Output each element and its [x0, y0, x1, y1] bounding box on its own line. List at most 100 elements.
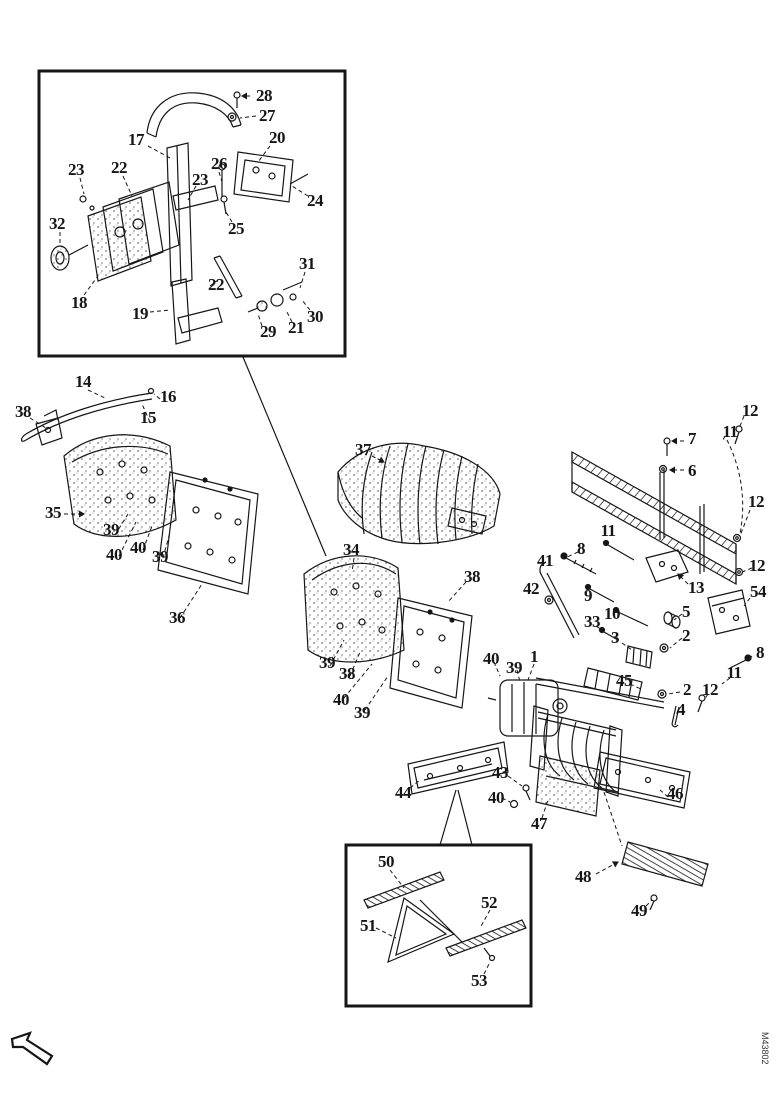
callout-12: 12	[702, 680, 719, 699]
callout-9: 9	[584, 586, 593, 605]
callout-41: 41	[537, 551, 554, 570]
bottom-inset-leaders	[375, 869, 491, 975]
bracket-20-26	[218, 91, 309, 215]
bolt-9	[584, 583, 615, 603]
coupler-3	[625, 645, 653, 669]
center-leaders	[329, 455, 521, 711]
callout-40: 40	[488, 788, 505, 807]
bolt-11b	[602, 539, 635, 561]
callout-8: 8	[756, 643, 765, 662]
smv-triangle-51	[387, 896, 456, 964]
callout-42: 42	[523, 579, 540, 598]
callout-32: 32	[49, 214, 66, 233]
callout-15: 15	[140, 408, 157, 427]
direction-arrow-icon	[10, 1031, 54, 1066]
plate-36-center	[389, 597, 473, 709]
bottom-panels-group	[407, 741, 709, 911]
latch-parts-21-29-30-31	[247, 281, 303, 313]
callout-8: 8	[577, 539, 586, 558]
bracket-38-left	[35, 409, 63, 446]
bolt-8a	[560, 552, 597, 575]
callout-53: 53	[471, 971, 488, 990]
tine-shaft-lines	[535, 677, 665, 709]
top-inset-box	[37, 69, 347, 358]
callout-44: 44	[395, 783, 412, 802]
callout-16: 16	[160, 387, 177, 406]
handle-tube-17	[146, 92, 242, 138]
bottom-inset-pointer	[439, 789, 473, 846]
shield-35	[63, 434, 177, 537]
callout-17: 17	[128, 130, 145, 149]
rear-shield	[535, 755, 601, 817]
callout-23: 23	[192, 170, 209, 189]
left-shield-group	[20, 387, 259, 619]
callout-49: 49	[631, 901, 648, 920]
screw-16	[147, 387, 155, 395]
callout-12: 12	[748, 492, 765, 511]
callout-40: 40	[106, 545, 123, 564]
channel-bars-19-22	[166, 142, 243, 345]
callout-4: 4	[677, 700, 686, 719]
callout-31: 31	[299, 254, 316, 273]
drawbar-rails	[571, 450, 737, 586]
screws-right-lower	[697, 654, 752, 713]
callout-39: 39	[319, 653, 336, 672]
ribbed-hood-37	[337, 442, 501, 545]
bracket-54	[707, 589, 751, 635]
callout-11: 11	[726, 663, 742, 682]
callout-52: 52	[481, 893, 498, 912]
callout-48: 48	[575, 867, 592, 886]
bolt-43-nut-40	[509, 784, 531, 809]
callout-10: 10	[604, 604, 621, 623]
smv-reflector-strip	[621, 841, 709, 887]
callout-35: 35	[45, 503, 62, 522]
callout-1: 1	[530, 647, 539, 666]
callout-5: 5	[682, 602, 691, 621]
bottom-leaders	[409, 775, 669, 907]
top-inset-border	[37, 69, 347, 358]
callout-39: 39	[506, 658, 523, 677]
bottom-inset-border	[344, 843, 533, 1008]
callout-30: 30	[307, 307, 324, 326]
callout-39: 39	[354, 703, 371, 722]
callout-20: 20	[269, 128, 286, 147]
callout-24: 24	[307, 191, 324, 210]
callout-27: 27	[259, 106, 276, 125]
callout-43: 43	[492, 763, 509, 782]
spacer-5	[663, 611, 681, 629]
callout-45: 45	[616, 671, 633, 690]
callout-14: 14	[75, 372, 92, 391]
callout-40: 40	[130, 538, 147, 557]
callout-11: 11	[600, 521, 616, 540]
callout-46: 46	[667, 784, 684, 803]
callout-11: 11	[722, 422, 738, 441]
callout-54: 54	[750, 582, 767, 601]
reflector-strip-50	[363, 871, 445, 909]
tube-45	[583, 667, 643, 701]
callout-26: 26	[211, 154, 228, 173]
callout-18: 18	[71, 293, 88, 312]
reflector-strip-52	[445, 919, 527, 957]
callout-2: 2	[682, 626, 691, 645]
callout-25: 25	[228, 219, 245, 238]
callout-23: 23	[68, 160, 85, 179]
center-group	[303, 442, 521, 711]
callout-50: 50	[378, 852, 395, 871]
right-leaders	[527, 415, 753, 717]
callout-13: 13	[688, 578, 705, 597]
callout-38: 38	[339, 664, 356, 683]
rod-41-42	[539, 561, 580, 639]
callout-47: 47	[531, 814, 548, 833]
callout-19: 19	[132, 304, 149, 323]
callout-40: 40	[483, 649, 500, 668]
bottom-inset-box	[344, 843, 533, 1008]
left-leaders	[29, 389, 203, 619]
callout-12: 12	[749, 556, 766, 575]
inset-leaders	[59, 92, 311, 327]
callout-28: 28	[256, 86, 273, 105]
callout-6: 6	[688, 461, 697, 480]
bolt-10	[612, 606, 649, 627]
figure-code: M43802	[760, 1032, 770, 1065]
